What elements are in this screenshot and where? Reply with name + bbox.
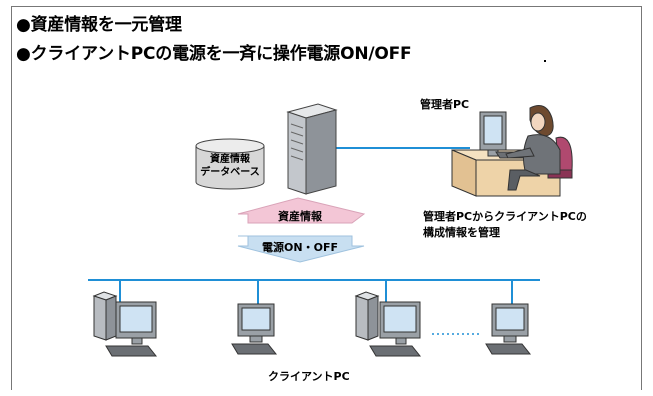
database-icon — [195, 138, 265, 190]
admin-pc-illustration — [451, 105, 573, 197]
admin-caption-line1: 管理者PCからクライアントPCの — [423, 210, 587, 223]
server-icon — [286, 103, 338, 195]
client-pc-label: クライアントPC — [268, 370, 350, 383]
admin-caption-line2: 構成情報を管理 — [423, 226, 500, 239]
network-lines — [88, 147, 540, 304]
admin-pc-label: 管理者PC — [420, 98, 470, 111]
arrow-down-power — [237, 235, 365, 263]
client-pc-3-icon — [354, 291, 422, 357]
arrow-up-label: 資産情報 — [278, 210, 322, 223]
client-pc-4-icon — [485, 303, 532, 355]
arrow-up-asset-info — [237, 197, 366, 224]
arrow-down-label: 電源ON・OFF — [262, 241, 338, 254]
database-label-line1: 資産情報 — [210, 154, 250, 165]
headline-power-control: ●クライアントPCの電源を一斉に操作電源ON/OFF — [16, 44, 412, 64]
stray-dot — [544, 60, 546, 62]
database-label-line2: データベース — [200, 167, 260, 178]
headline-asset-management: ●資産情報を一元管理 — [16, 15, 182, 35]
client-pc-1-icon — [92, 291, 158, 357]
database-label: 資産情報 データベース — [198, 153, 262, 179]
client-pc-2-icon — [231, 303, 278, 355]
diagram-frame — [11, 6, 642, 390]
